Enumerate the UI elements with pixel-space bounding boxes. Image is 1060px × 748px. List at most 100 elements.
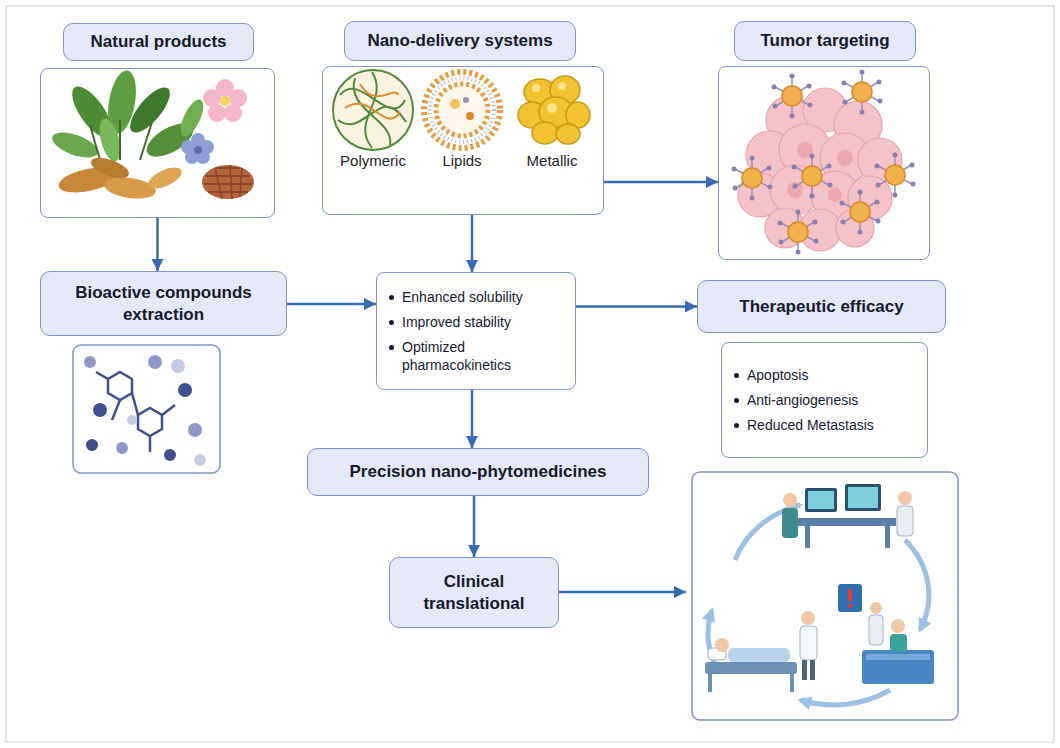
- plants-illustration-part: [194, 146, 202, 154]
- molecules-illustration-part-part: [188, 423, 202, 437]
- clinical-illustration-part: [790, 674, 794, 692]
- heading-text: Natural products: [90, 32, 226, 52]
- plants-illustration-part: [204, 168, 252, 192]
- flow-arrow: [471, 390, 474, 448]
- clinical-illustration-part: [805, 526, 810, 548]
- nanocarrier-illustration-part-part: [532, 122, 558, 144]
- bullet-dot: [389, 295, 394, 300]
- clinical-illustration-part: [735, 505, 800, 560]
- box-text: Clinical translational: [402, 571, 546, 614]
- clinical-illustration-part: [898, 491, 912, 505]
- molecules-illustration-part-part: [84, 356, 96, 368]
- clinical-illustration-part: [897, 506, 913, 536]
- clinical-illustration-part: [891, 619, 905, 633]
- nanocarrier-illustration-part-part: [556, 124, 580, 144]
- molecules-illustration-part: [73, 345, 220, 473]
- molecules-illustration-part: [86, 383, 192, 461]
- molecules-illustration-part: [127, 359, 206, 466]
- clinical-illustration-part: [838, 584, 862, 612]
- tumor-illustration-part: [778, 210, 819, 255]
- tumor-illustration-part: [875, 153, 916, 198]
- plants-illustration-part-part: [203, 89, 221, 107]
- flow-arrow: [473, 496, 476, 557]
- clinical-illustration: [692, 472, 958, 720]
- clinical-illustration-part: [808, 491, 834, 509]
- bullet-text: Enhanced solubility: [402, 288, 523, 306]
- nanocarrier-illustration-part: [333, 70, 413, 150]
- clinical-illustration-part: [845, 484, 881, 511]
- molecules-illustration-part-part: [138, 408, 162, 436]
- nanocarrier-illustration-part: [518, 76, 590, 144]
- clinical-illustration-part: [885, 526, 890, 548]
- molecules-illustration-part: [84, 355, 202, 454]
- process-box: Bioactive compounds extraction: [40, 271, 287, 336]
- plants-illustration-part: [88, 154, 131, 183]
- clinical-illustration-part: [708, 610, 718, 670]
- nanocarrier-illustration-part: [450, 99, 460, 109]
- plants-illustration-part-part: [224, 104, 242, 122]
- nanocarrier-illustration-part: [436, 84, 488, 136]
- heading-pill: Natural products: [63, 23, 254, 61]
- bullet-dot: [734, 398, 739, 403]
- bullet-dot: [389, 345, 394, 350]
- flow-arrow: [471, 215, 474, 272]
- plants-illustration-part: [145, 163, 184, 193]
- part-label: Metallic: [502, 152, 602, 169]
- bullet-text: Improved stability: [402, 313, 511, 331]
- heading-pill: Tumor targeting: [734, 21, 916, 61]
- plants-illustration-part: [202, 165, 254, 199]
- tumor-illustration-part: [772, 74, 813, 119]
- heading-text: Tumor targeting: [760, 31, 889, 51]
- clinical-illustration-part: [802, 660, 807, 680]
- box-text: Bioactive compounds extraction: [53, 282, 274, 325]
- bullet-row: Improved stability: [389, 313, 563, 331]
- bullet-row: Apoptosis: [734, 366, 915, 384]
- nanocarrier-illustration-part: [424, 72, 500, 148]
- clinical-illustration-part: [848, 589, 852, 601]
- part-label: Polymeric: [323, 152, 423, 169]
- tumor-illustration: [732, 70, 916, 255]
- nanocarrier-illustration-part-part: [547, 103, 557, 113]
- nanocarrier-illustration-part-part: [532, 84, 540, 92]
- molecules-illustration-part-part: [171, 359, 185, 373]
- bullet-dot: [734, 423, 739, 428]
- clinical-illustration-part: [805, 488, 837, 512]
- flow-arrow: [559, 591, 686, 594]
- tumor-illustration-part: [842, 70, 883, 115]
- nanocarrier-illustration-part: [345, 84, 400, 119]
- nanocarrier-illustration-part-part: [558, 82, 566, 90]
- molecules-illustration-part-part: [86, 439, 98, 451]
- flow-arrow: [287, 303, 376, 306]
- clinical-illustration-part: [848, 487, 878, 508]
- target-panel: Tumor targeting: [718, 66, 930, 260]
- nanocarrier-illustration-part: [532, 82, 566, 113]
- box-text: Precision nano-phytomedicines: [350, 461, 607, 482]
- nanocarrier-illustration: [333, 70, 590, 150]
- plants-illustration-part: [203, 79, 247, 122]
- bullet-text: Reduced Metastasis: [747, 416, 874, 434]
- box-text: Therapeutic efficacy: [739, 296, 903, 317]
- flow-arrow: [576, 305, 697, 308]
- bullet-dot: [389, 320, 394, 325]
- bullet-text: Anti-angiogenesis: [747, 391, 858, 409]
- clinical-illustration-part: [798, 518, 896, 526]
- bullet-text: Optimized pharmacokinetics: [402, 338, 563, 374]
- clinical-illustration-part: [705, 662, 797, 674]
- nanocarrier-illustration-part: [466, 112, 474, 120]
- plants-illustration-part: [176, 96, 207, 139]
- clinical-illustration-part: [728, 648, 790, 662]
- source-panel: Natural products: [40, 68, 275, 218]
- bullet-row: Reduced Metastasis: [734, 416, 915, 434]
- molecules-illustration-part-part: [93, 403, 107, 417]
- process-box: Therapeutic efficacy: [697, 280, 946, 333]
- molecules-illustration: [73, 345, 220, 473]
- heading-pill: Nano-delivery systems: [344, 21, 576, 61]
- molecules-illustration-part-part: [194, 454, 206, 466]
- bullet-row: Enhanced solubility: [389, 288, 563, 306]
- clinical-illustration-part: [800, 690, 890, 705]
- nanocarrier-illustration-part: [338, 72, 406, 148]
- tumor-illustration-part: [840, 190, 881, 235]
- clinical-illustration-part: [782, 508, 798, 538]
